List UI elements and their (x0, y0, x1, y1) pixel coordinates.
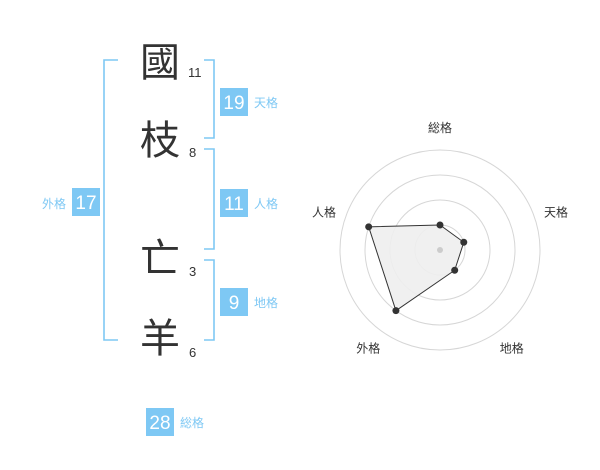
stroke-count-3: 3 (189, 264, 196, 279)
radar-point-5 (365, 223, 373, 231)
radar-axis-label-4: 外格 (356, 341, 380, 356)
gaikaku-value: 17 (75, 193, 96, 214)
tenkaku-badge (220, 88, 248, 116)
gaikaku-label: 外格 (42, 196, 66, 211)
radar-series-polygon (367, 224, 465, 312)
chikaku-value: 9 (229, 293, 240, 314)
name-char-3: 亡 (140, 236, 180, 282)
chikaku-bracket (204, 259, 215, 341)
jinkaku-badge (220, 189, 248, 217)
jinkaku-label: 人格 (254, 196, 278, 211)
gaikaku-badge (72, 188, 100, 216)
soukaku-badge (146, 408, 174, 436)
radar-axis-label-5: 人格 (312, 204, 336, 219)
radar-point-1 (436, 221, 444, 229)
soukaku-value: 28 (149, 413, 170, 434)
tenkaku-value: 19 (223, 93, 244, 114)
radar-axis-label-1: 総格 (428, 120, 452, 135)
radar-point-2 (460, 238, 468, 246)
jinkaku-value: 11 (224, 194, 244, 215)
radar-point-4 (392, 307, 400, 315)
gaikaku-bracket (103, 59, 118, 341)
name-char-1: 國 (140, 40, 180, 86)
stroke-count-4: 6 (189, 345, 196, 360)
name-char-4: 羊 (140, 316, 180, 362)
radar-axis-label-2: 天格 (544, 204, 568, 219)
radar-axis-label-3: 地格 (500, 341, 524, 356)
soukaku-label: 総格 (180, 415, 204, 430)
name-char-2: 枝 (140, 118, 180, 164)
radar-ring-3 (364, 174, 516, 326)
radar-point-3 (451, 266, 459, 274)
tenkaku-label: 天格 (254, 95, 278, 110)
stroke-count-1: 11 (188, 65, 202, 80)
tenkaku-bracket (204, 59, 215, 139)
radar-ring-4 (339, 149, 541, 351)
chikaku-label: 地格 (254, 295, 278, 310)
jinkaku-bracket (204, 148, 215, 250)
radar-center-dot (437, 247, 443, 253)
stroke-count-2: 8 (189, 145, 196, 160)
chikaku-badge (220, 288, 248, 316)
